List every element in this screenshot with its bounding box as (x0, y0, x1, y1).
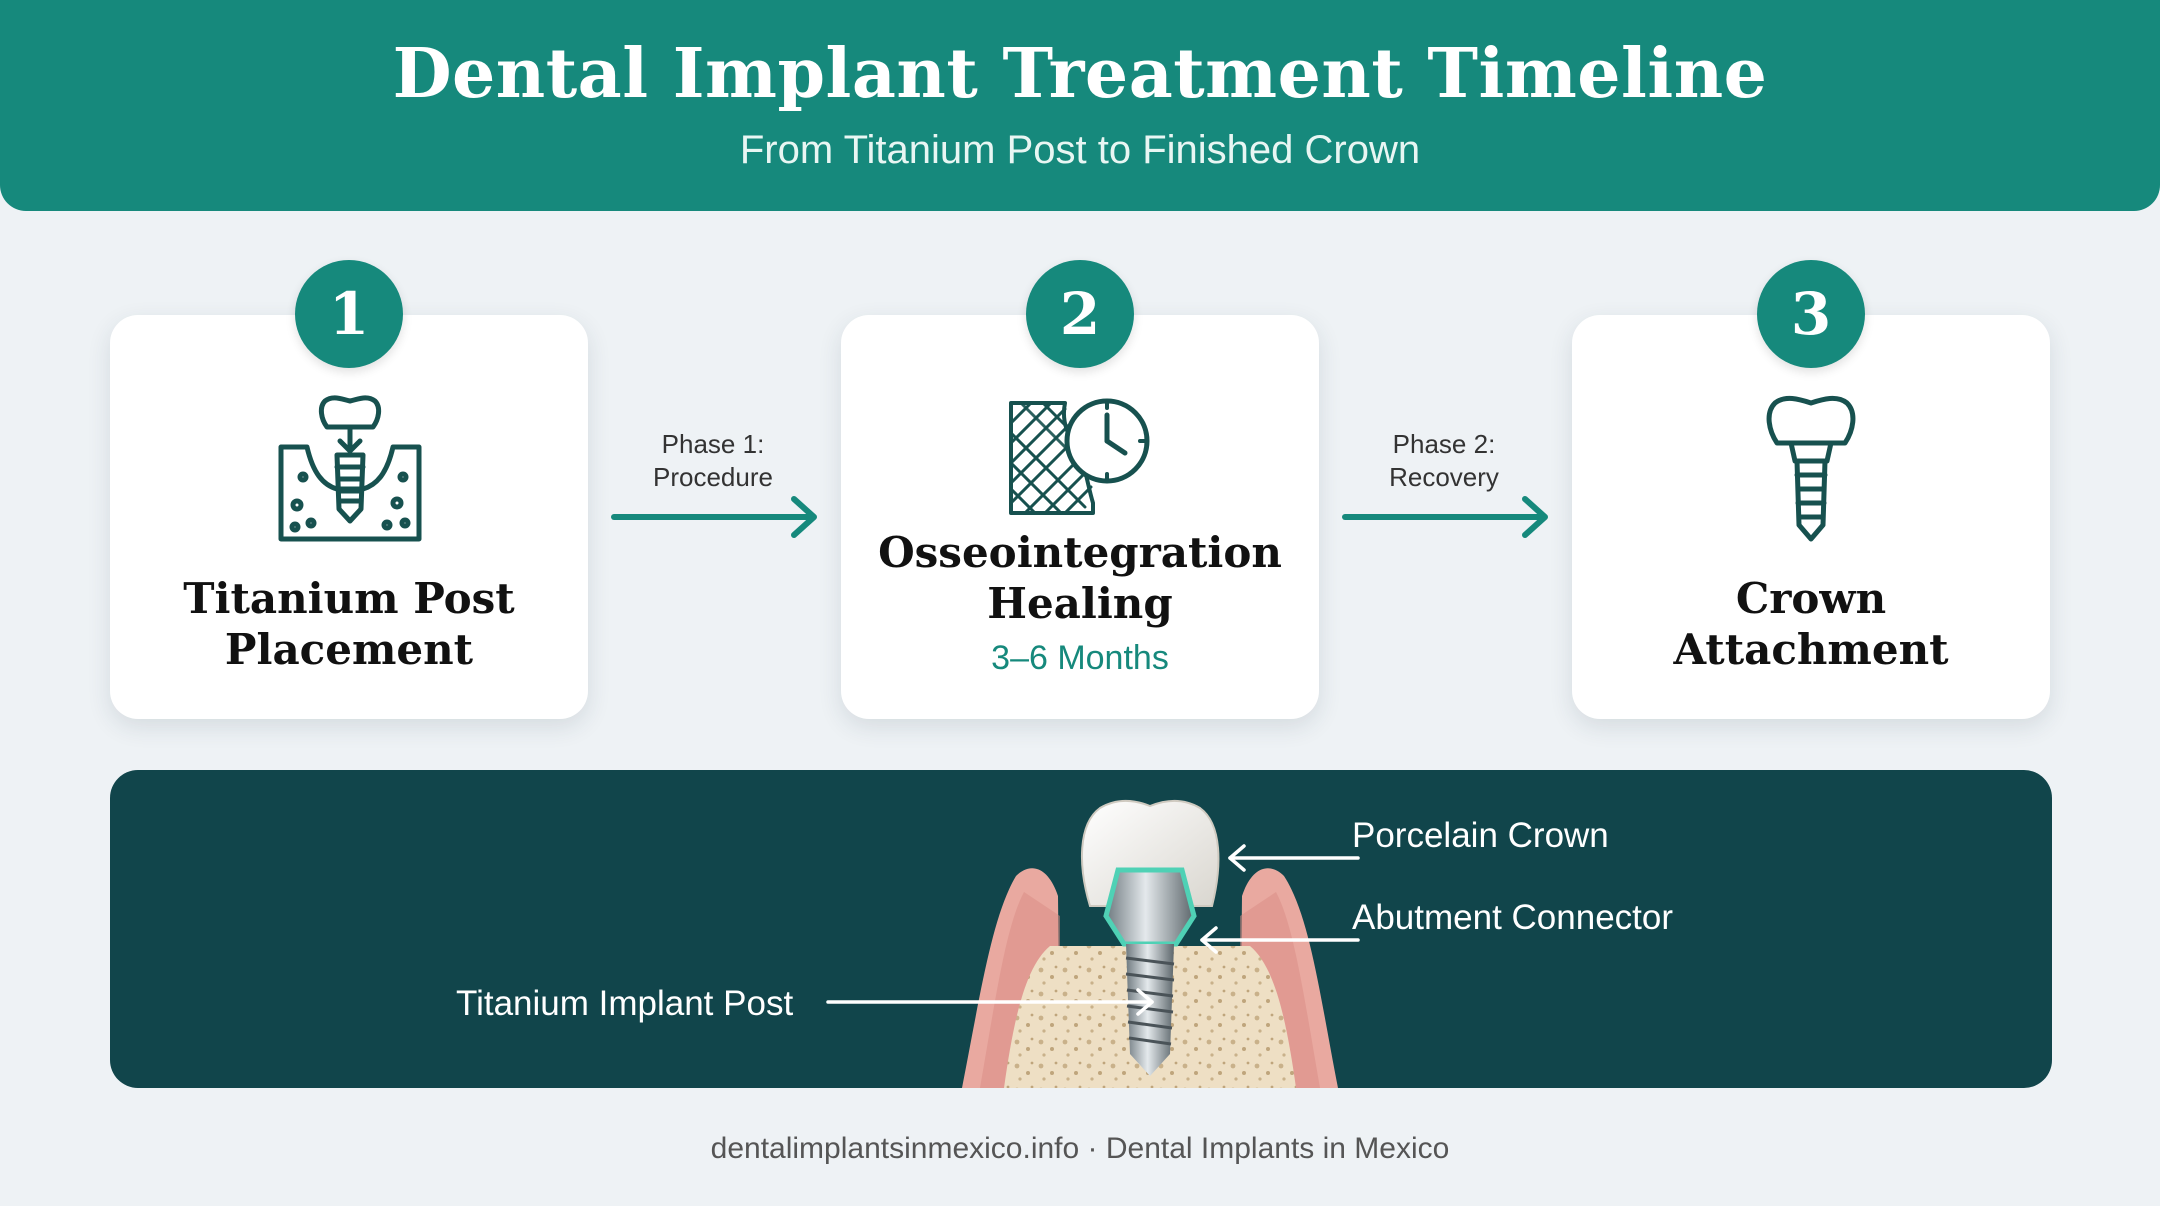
phase-2-label: Phase 2: Recovery (1389, 429, 1499, 492)
healing-duration: 3–6 Months (991, 639, 1169, 677)
phase-1-label: Phase 1: Procedure (653, 429, 773, 492)
phase-1-arrow-icon (611, 496, 817, 538)
step-number-badge-2: 2 (1026, 260, 1134, 368)
step-title-3: Crown Attachment (1673, 574, 1949, 674)
crown-implant-icon (1766, 395, 1856, 542)
step-title-2: Osseointegration Healing (878, 528, 1282, 628)
phase-2-arrow-icon (1342, 496, 1548, 538)
page-subtitle: From Titanium Post to Finished Crown (739, 128, 1421, 172)
footer-credit: dentalimplantsinmexico.info · Dental Imp… (710, 1132, 1450, 1165)
post-leader-arrow-icon (826, 988, 1154, 1016)
label-titanium-implant-post: Titanium Implant Post (456, 984, 794, 1023)
step-card-3: Crown Attachment (1572, 315, 2050, 719)
step-number-badge-3: 3 (1757, 260, 1865, 368)
step-card-1: Titanium Post Placement (110, 315, 588, 719)
page-title: Dental Implant Treatment Timeline (392, 34, 1768, 114)
implant-cross-section-illustration (962, 800, 1360, 1088)
step-title-1: Titanium Post Placement (183, 574, 515, 674)
bone-clock-icon (1009, 398, 1150, 515)
step-number-badge-1: 1 (295, 260, 403, 368)
step-card-2: Osseointegration Healing 3–6 Months (841, 315, 1319, 719)
header-banner: Dental Implant Treatment Timeline From T… (0, 0, 2160, 211)
label-abutment-connector: Abutment Connector (1352, 898, 1674, 937)
implant-in-bone-icon (278, 395, 422, 542)
implant-cross-section-panel: Porcelain Crown Abutment Connector Titan… (110, 770, 2052, 1088)
label-porcelain-crown: Porcelain Crown (1352, 816, 1609, 855)
